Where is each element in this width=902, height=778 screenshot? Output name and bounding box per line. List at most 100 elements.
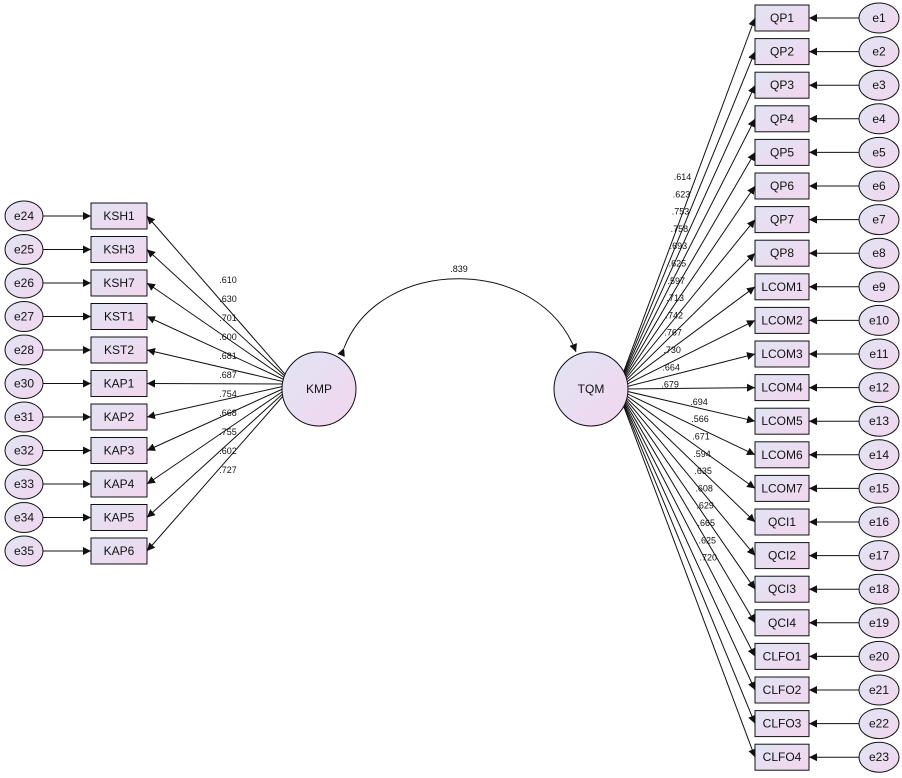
indicator-box-LCOM1[interactable]	[754, 273, 810, 301]
error-term-e13[interactable]	[858, 405, 900, 437]
indicator-box-KSH7[interactable]	[90, 269, 148, 297]
error-term-e10[interactable]	[858, 304, 900, 336]
error-label: e19	[869, 616, 889, 630]
error-term-e6[interactable]	[858, 170, 900, 202]
error-label: e5	[872, 145, 886, 159]
indicator-box-QP7[interactable]	[754, 206, 810, 234]
indicator-box-LCOM2[interactable]	[754, 306, 810, 334]
error-term-e23[interactable]	[858, 741, 900, 773]
error-term-e25[interactable]	[4, 234, 44, 265]
error-term-e1[interactable]	[858, 2, 900, 34]
error-label: e6	[872, 179, 886, 193]
error-term-e11[interactable]	[858, 338, 900, 370]
indicator-label: KST2	[104, 343, 134, 357]
error-term-e34[interactable]	[4, 502, 44, 533]
error-label: e27	[14, 310, 34, 324]
loading-label: .693	[670, 241, 688, 251]
loading-label: .635	[694, 466, 712, 476]
indicator-box-LCOM7[interactable]	[754, 474, 810, 502]
error-term-e32[interactable]	[4, 435, 44, 466]
error-term-e8[interactable]	[858, 237, 900, 269]
indicator-box-QCI4[interactable]	[754, 609, 810, 637]
indicator-box-LCOM5[interactable]	[754, 407, 810, 435]
indicator-box-KAP2[interactable]	[90, 403, 148, 431]
loading-label: .681	[219, 351, 237, 361]
error-term-e26[interactable]	[4, 267, 44, 299]
correlation-arc	[337, 278, 577, 357]
error-term-e9[interactable]	[858, 271, 900, 303]
loading-path-LCOM1	[622, 286, 756, 386]
indicator-box-QP8[interactable]	[754, 239, 810, 267]
loading-path-QP2	[622, 51, 756, 376]
indicator-box-QP1[interactable]	[754, 4, 810, 32]
indicator-box-KAP1[interactable]	[90, 370, 148, 397]
indicator-label: QP4	[770, 112, 794, 126]
indicator-box-KAP4[interactable]	[90, 470, 148, 498]
error-term-e5[interactable]	[858, 136, 900, 168]
error-term-e27[interactable]	[4, 301, 44, 332]
indicator-box-CLFO3[interactable]	[754, 710, 810, 738]
error-term-e17[interactable]	[858, 540, 900, 572]
indicator-box-KAP5[interactable]	[90, 504, 148, 531]
indicator-box-CLFO4[interactable]	[754, 743, 810, 771]
indicator-label: CLFO3	[763, 717, 802, 731]
loading-label: .668	[219, 408, 237, 418]
error-label: e35	[14, 544, 34, 558]
latent-factor-tqm[interactable]	[553, 351, 629, 427]
error-term-e18[interactable]	[858, 573, 900, 605]
indicator-box-LCOM3[interactable]	[754, 340, 810, 368]
error-label: e4	[872, 112, 886, 126]
indicator-label: KAP2	[104, 410, 135, 424]
error-term-e4[interactable]	[858, 103, 900, 135]
indicator-box-LCOM6[interactable]	[754, 441, 810, 469]
loading-path-KAP2	[146, 385, 288, 420]
indicator-box-KAP6[interactable]	[90, 537, 148, 565]
indicator-box-KSH3[interactable]	[90, 236, 148, 263]
indicator-box-LCOM4[interactable]	[754, 374, 810, 402]
loading-path-LCOM6	[622, 391, 756, 456]
error-term-e3[interactable]	[858, 69, 900, 101]
loading-label: .625	[669, 259, 687, 269]
error-term-e33[interactable]	[4, 468, 44, 500]
indicator-box-QP2[interactable]	[754, 38, 810, 66]
indicator-box-QP6[interactable]	[754, 172, 810, 200]
loading-path-KST2	[146, 347, 288, 383]
error-term-e24[interactable]	[4, 200, 44, 232]
loading-path-CLFO2	[622, 401, 756, 691]
latent-factor-kmp[interactable]	[281, 351, 357, 427]
indicator-box-QP5[interactable]	[754, 138, 810, 166]
indicator-box-CLFO2[interactable]	[754, 676, 810, 704]
loading-label: .754	[219, 389, 237, 399]
error-term-e30[interactable]	[4, 368, 44, 399]
error-label: e23	[869, 750, 889, 764]
indicator-box-QCI2[interactable]	[754, 542, 810, 570]
loading-path-LCOM4	[622, 383, 756, 392]
error-term-e15[interactable]	[858, 472, 900, 504]
error-term-e14[interactable]	[858, 439, 900, 471]
error-term-e19[interactable]	[858, 607, 900, 639]
error-term-e22[interactable]	[858, 708, 900, 740]
indicator-box-KSH1[interactable]	[90, 202, 148, 230]
indicator-label: QP7	[770, 213, 794, 227]
indicator-box-CLFO1[interactable]	[754, 642, 810, 670]
indicator-label: KAP1	[104, 377, 135, 391]
indicator-box-QP3[interactable]	[754, 71, 810, 99]
error-term-e21[interactable]	[858, 674, 900, 706]
indicator-box-KST1[interactable]	[90, 303, 148, 330]
indicator-box-QP4[interactable]	[754, 105, 810, 133]
error-term-e2[interactable]	[858, 36, 900, 68]
error-term-e20[interactable]	[858, 640, 900, 672]
indicator-box-QCI3[interactable]	[754, 575, 810, 603]
indicator-label: KAP3	[104, 444, 135, 458]
indicator-box-QCI1[interactable]	[754, 508, 810, 536]
error-term-e16[interactable]	[858, 506, 900, 538]
error-term-e12[interactable]	[858, 372, 900, 404]
error-term-e7[interactable]	[858, 204, 900, 236]
error-term-e28[interactable]	[4, 334, 44, 366]
indicator-label: CLFO1	[763, 649, 802, 663]
indicator-box-KAP3[interactable]	[90, 437, 148, 464]
indicator-box-KST2[interactable]	[90, 336, 148, 364]
error-term-e31[interactable]	[4, 401, 44, 433]
error-term-e35[interactable]	[4, 535, 44, 567]
